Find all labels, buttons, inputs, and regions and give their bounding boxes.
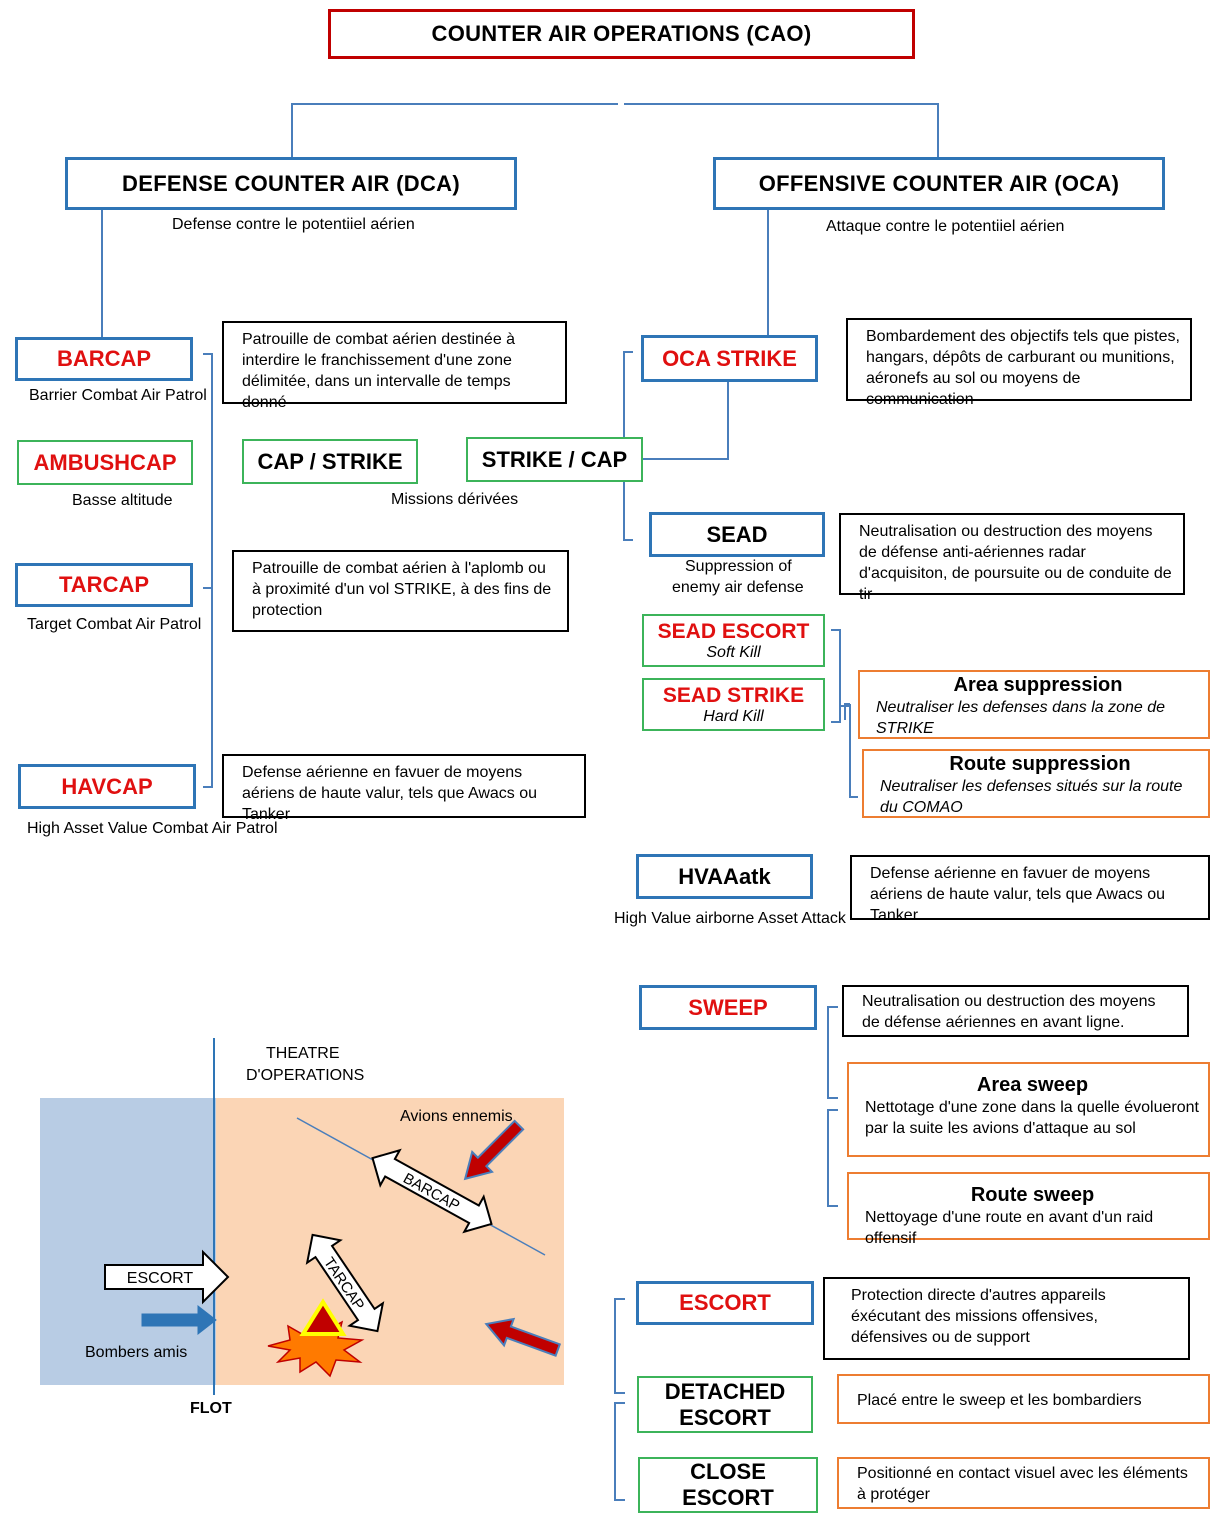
sead-strike-label: SEAD STRIKE bbox=[662, 683, 805, 707]
ambushcap-label: AMBUSHCAP bbox=[33, 449, 177, 475]
detached-escort-line2: ESCORT bbox=[679, 1404, 771, 1430]
area-suppression-box: Area suppression Neutraliser les defense… bbox=[858, 670, 1210, 739]
route-suppression-box: Route suppression Neutraliser les defens… bbox=[862, 749, 1210, 818]
derived-missions-label: Missions dérivées bbox=[391, 491, 519, 508]
sead-escort-box: SEAD ESCORT Soft Kill bbox=[642, 614, 825, 667]
cap-strike-label: CAP / STRIKE bbox=[257, 448, 403, 474]
area-suppression-text: Neutraliser les defenses dans la zone de… bbox=[876, 699, 1166, 737]
route-sweep-text: Nettoyage d'une route en avant d'un raid… bbox=[865, 1209, 1154, 1247]
close-escort-line2: ESCORT bbox=[682, 1485, 774, 1510]
ambushcap-subtitle: Basse altitude bbox=[72, 492, 173, 509]
oca-label: OFFENSIVE COUNTER AIR (OCA) bbox=[758, 170, 1120, 196]
escort-label: ESCORT bbox=[679, 1290, 771, 1315]
detached-escort-line1: DETACHED bbox=[664, 1378, 786, 1404]
escort-description: Protection directe d'autres appareils éx… bbox=[823, 1277, 1190, 1360]
barcap-subtitle: Barrier Combat Air Patrol bbox=[29, 387, 207, 404]
escort-arrow: ESCORT bbox=[104, 1249, 230, 1305]
oca-strike-box: OCA STRIKE bbox=[641, 335, 818, 382]
area-suppression-head: Area suppression bbox=[953, 674, 1123, 696]
theatre-title-2: D'OPERATIONS bbox=[246, 1067, 365, 1084]
detached-escort-description: Placé entre le sweep et les bombardiers bbox=[837, 1374, 1210, 1424]
dca-label: DEFENSE COUNTER AIR (DCA) bbox=[122, 170, 460, 196]
tarcap-description: Patrouille de combat aérien à l'aplomb o… bbox=[232, 550, 569, 632]
cap-strike-box: CAP / STRIKE bbox=[242, 439, 418, 484]
havcap-box: HAVCAP bbox=[18, 764, 196, 809]
oca-strike-description: Bombardement des objectifs tels que pist… bbox=[846, 318, 1192, 408]
route-suppression-text: Neutraliser les defenses situés sur la r… bbox=[880, 778, 1183, 816]
barcap-label: BARCAP bbox=[56, 346, 152, 371]
title-text: COUNTER AIR OPERATIONS (CAO) bbox=[431, 21, 812, 46]
detached-escort-box: DETACHED ESCORT bbox=[637, 1376, 813, 1433]
strike-cap-label: STRIKE / CAP bbox=[481, 446, 628, 472]
sead-escort-label: SEAD ESCORT bbox=[657, 619, 810, 643]
tarcap-box: TARCAP bbox=[15, 563, 193, 607]
area-sweep-text: Nettotage d'une zone dans la quelle évol… bbox=[865, 1099, 1199, 1137]
enemy-aircraft-label: Avions ennemis bbox=[400, 1108, 513, 1125]
dca-subtitle: Defense contre le potentiiel aérien bbox=[172, 216, 415, 233]
sead-subtitle-2: enemy air defense bbox=[672, 579, 804, 596]
sead-box: SEAD bbox=[649, 512, 825, 557]
sweep-box: SWEEP bbox=[639, 985, 817, 1030]
hvaaatk-label: HVAAatk bbox=[678, 863, 771, 889]
sead-strike-sub: Hard Kill bbox=[703, 707, 764, 725]
friendly-zone bbox=[40, 1098, 216, 1385]
havcap-description: Defense aérienne en favuer de moyens aér… bbox=[222, 754, 586, 823]
target-triangle-icon bbox=[299, 1298, 347, 1336]
sead-label: SEAD bbox=[706, 521, 768, 547]
bombers-arrow bbox=[141, 1304, 217, 1336]
strike-cap-box: STRIKE / CAP bbox=[466, 437, 643, 482]
sead-escort-sub: Soft Kill bbox=[706, 643, 761, 661]
route-suppression-head: Route suppression bbox=[949, 753, 1131, 775]
hvaaatk-subtitle: High Value airborne Asset Attack bbox=[614, 910, 846, 927]
oca-box: OFFENSIVE COUNTER AIR (OCA) bbox=[713, 157, 1165, 210]
close-escort-description: Positionné en contact visuel avec les él… bbox=[837, 1457, 1210, 1509]
havcap-label: HAVCAP bbox=[61, 773, 153, 799]
enemy-arrow-1 bbox=[463, 1119, 525, 1181]
sweep-description: Neutralisation ou destruction des moyens… bbox=[842, 985, 1189, 1037]
hvaaatk-description: Defense aérienne en favuer de moyens aér… bbox=[850, 855, 1210, 924]
escort-box: ESCORT bbox=[636, 1281, 814, 1325]
sweep-label: SWEEP bbox=[688, 994, 768, 1020]
havcap-subtitle: High Asset Value Combat Air Patrol bbox=[27, 820, 278, 837]
sead-subtitle-1: Suppression of bbox=[685, 558, 792, 575]
route-sweep-box: Route sweep Nettoyage d'une route en ava… bbox=[847, 1172, 1210, 1247]
tarcap-subtitle: Target Combat Air Patrol bbox=[27, 616, 202, 633]
oca-strike-label: OCA STRIKE bbox=[662, 345, 797, 371]
barcap-box: BARCAP bbox=[15, 337, 193, 381]
area-sweep-box: Area sweep Nettotage d'une zone dans la … bbox=[847, 1062, 1210, 1157]
ambushcap-box: AMBUSHCAP bbox=[17, 440, 193, 485]
escort-arrow-label: ESCORT bbox=[127, 1270, 194, 1287]
flot-label: FLOT bbox=[190, 1400, 232, 1417]
friendly-bombers-label: Bombers amis bbox=[85, 1344, 188, 1361]
close-escort-box: CLOSE ESCORT bbox=[638, 1457, 818, 1513]
hvaaatk-box: HVAAatk bbox=[636, 854, 813, 899]
oca-subtitle: Attaque contre le potentiiel aérien bbox=[826, 218, 1065, 235]
diagram-title: COUNTER AIR OPERATIONS (CAO) bbox=[328, 9, 915, 59]
area-sweep-head: Area sweep bbox=[976, 1074, 1089, 1096]
sead-description: Neutralisation ou destruction des moyens… bbox=[839, 513, 1185, 603]
theatre-title-1: THEATRE bbox=[266, 1045, 340, 1062]
tarcap-label: TARCAP bbox=[58, 572, 150, 597]
route-sweep-head: Route sweep bbox=[970, 1184, 1095, 1206]
sead-strike-box: SEAD STRIKE Hard Kill bbox=[642, 678, 825, 731]
barcap-description: Patrouille de combat aérien destinée à i… bbox=[222, 321, 567, 411]
enemy-arrow-2 bbox=[484, 1317, 562, 1357]
close-escort-line1: CLOSE bbox=[690, 1459, 766, 1484]
dca-box: DEFENSE COUNTER AIR (DCA) bbox=[65, 157, 517, 210]
